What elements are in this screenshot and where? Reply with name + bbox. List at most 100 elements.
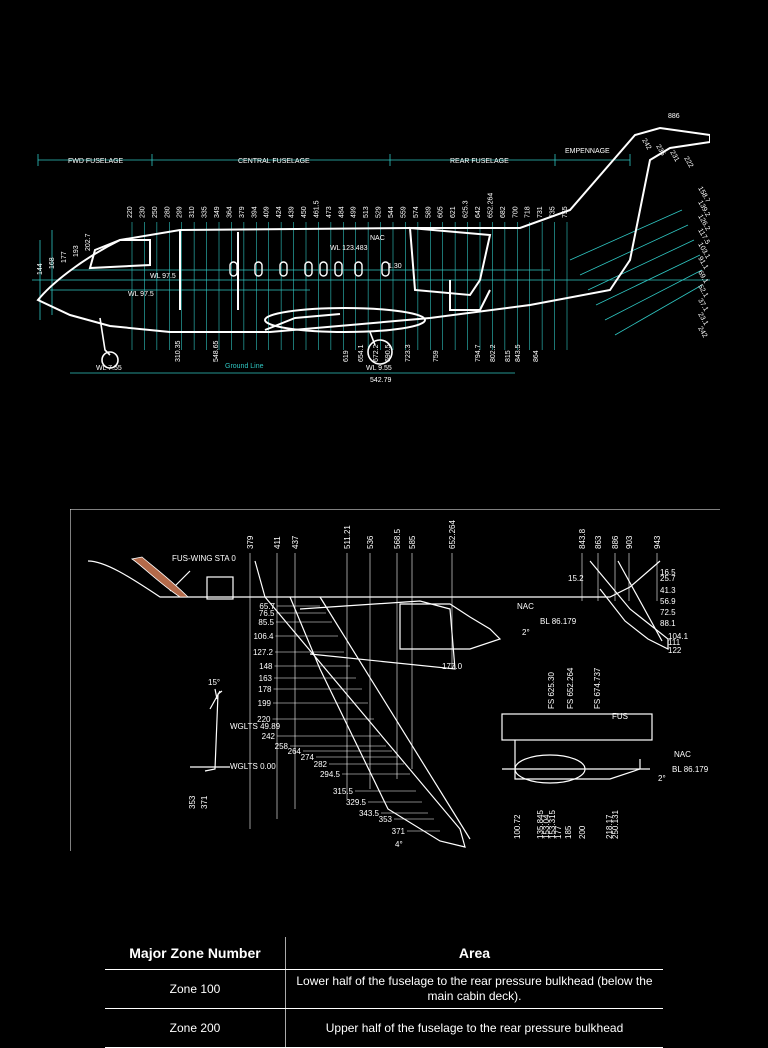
wl-9-55-label: WL 9.55 bbox=[366, 365, 392, 372]
station-label: 574 bbox=[413, 206, 420, 218]
tail-station-label: 242 bbox=[640, 138, 652, 152]
nacelle-fs-label: FS 674.737 bbox=[593, 667, 602, 709]
nac-label: NAC bbox=[370, 235, 385, 242]
span-station-label: 148 bbox=[259, 662, 273, 671]
tail-station-label: 242 bbox=[696, 326, 708, 340]
bottom-station-label: 815 bbox=[505, 350, 512, 362]
nacelle-fs-label: FS 652.264 bbox=[566, 667, 575, 709]
nacelle-fs-label: FS 625.30 bbox=[547, 672, 556, 709]
left-station-label: 168 bbox=[49, 257, 56, 269]
wing-station-label: 411 bbox=[273, 536, 282, 549]
table-header-row: Major Zone Number Area bbox=[105, 937, 663, 970]
nacelle-bl-label: BL 86.179 bbox=[672, 765, 709, 774]
wl-97-5-label-b: WL 97.5 bbox=[128, 291, 154, 298]
cabin-window bbox=[279, 261, 288, 277]
span-station-label: 282 bbox=[314, 760, 328, 769]
wing-station-label: 511.21 bbox=[343, 525, 352, 549]
nacelle-bottom-label: 218.17 bbox=[605, 814, 614, 839]
left-station-label: 177 bbox=[61, 251, 68, 263]
bl-label: BL 86.179 bbox=[540, 617, 577, 626]
cabin-window bbox=[354, 261, 363, 277]
nacelle-nac-label: NAC bbox=[674, 750, 691, 759]
left-station-label: 144 bbox=[37, 263, 44, 275]
nacelle-bottom-label: 185 bbox=[564, 825, 573, 839]
span-station-label: 127.2 bbox=[253, 648, 274, 657]
span-station-label: 294.5 bbox=[320, 770, 341, 779]
station-label: 394 bbox=[251, 206, 258, 218]
wl-7-55-label: WL 7.55 bbox=[96, 365, 122, 372]
bottom-station-label: 794.7 bbox=[475, 344, 482, 362]
span-station-label: 220 bbox=[257, 715, 271, 724]
winglet-angle: 15° bbox=[208, 678, 220, 687]
fus-wing-sta-label: FUS-WING STA 0 bbox=[172, 554, 236, 563]
wing-station-label: 585 bbox=[408, 535, 417, 549]
nacelle-angle: 2° bbox=[658, 774, 666, 783]
section-label-fwd: FWD FUSELAGE bbox=[68, 158, 124, 165]
station-label: 625.3 bbox=[463, 200, 470, 218]
span-station-label: 85.5 bbox=[258, 618, 274, 627]
nacelle-bottom-label: 100.72 bbox=[513, 814, 522, 839]
station-label: 450 bbox=[301, 206, 308, 218]
cabin-window bbox=[304, 261, 313, 277]
span-station-label: 343.5 bbox=[359, 809, 380, 818]
tail-15-2-label: 15.2 bbox=[568, 574, 584, 583]
tail-span-label: 111 bbox=[668, 638, 681, 647]
nacelle-bottom-label: 153.04 bbox=[542, 814, 551, 839]
span-station-label: 106.4 bbox=[253, 632, 274, 641]
left-station-label: 193 bbox=[73, 245, 80, 257]
cabin-window bbox=[254, 261, 263, 277]
station-label: 589 bbox=[425, 206, 432, 218]
span-station-label: 274 bbox=[301, 753, 315, 762]
span-station-label: 329.5 bbox=[346, 798, 367, 807]
span-station-label: 199 bbox=[258, 699, 272, 708]
nac-cl-label: NAC bbox=[517, 602, 534, 611]
station-label: 529 bbox=[376, 206, 383, 218]
tail-span-label: 72.5 bbox=[660, 608, 676, 617]
station-label: 379 bbox=[239, 206, 246, 218]
station-label: 335 bbox=[202, 206, 209, 218]
cabin-window bbox=[381, 261, 390, 277]
section-label-empennage: EMPENNAGE bbox=[565, 148, 610, 155]
nacelle-bottom-label: 153.315 bbox=[548, 810, 557, 839]
station-label: 484 bbox=[338, 206, 345, 218]
tail-span-label: 104.1 bbox=[668, 632, 689, 641]
station-label: 280 bbox=[164, 206, 171, 218]
tail-station-label: 231 bbox=[668, 150, 680, 164]
wing-station-label: 886 bbox=[611, 535, 620, 549]
station-label: 735 bbox=[550, 206, 557, 218]
nacelle-bottom-label: 177 bbox=[554, 825, 563, 839]
bottom-station-label: 864 bbox=[533, 350, 540, 362]
station-label: 439 bbox=[289, 206, 296, 218]
dim-177-label: 177.0 bbox=[442, 662, 463, 671]
station-label: 718 bbox=[525, 206, 532, 218]
span-station-label: 163 bbox=[259, 674, 273, 683]
station-label: 544 bbox=[388, 206, 395, 218]
span-station-label: 242 bbox=[262, 732, 276, 741]
station-label: 499 bbox=[351, 206, 358, 218]
station-542-label: 542.79 bbox=[370, 377, 392, 384]
tail-station-label: 222 bbox=[682, 156, 694, 170]
station-label: 220 bbox=[127, 206, 134, 218]
nacelle-bottom-label: 135.845 bbox=[536, 810, 545, 839]
station-label: 461.5 bbox=[313, 200, 320, 218]
station-label: 299 bbox=[177, 206, 184, 218]
span-station-label: 264 bbox=[288, 747, 302, 756]
table-row: Zone 200 Upper half of the fuselage to t… bbox=[105, 1008, 663, 1048]
area-cell: Upper half of the fuselage to the rear p… bbox=[285, 1008, 663, 1048]
wing-station-label: 943 bbox=[653, 535, 662, 549]
ground-line-label: Ground Line bbox=[225, 363, 264, 370]
span-station-label: 315.5 bbox=[333, 787, 354, 796]
winglet-371: 371 bbox=[200, 795, 209, 809]
cabin-window bbox=[334, 261, 343, 277]
station-label: 513 bbox=[363, 206, 370, 218]
bottom-station-label: 310.35 bbox=[175, 340, 182, 362]
bottom-station-label: 843.5 bbox=[515, 344, 522, 362]
tail-station-label: 235 bbox=[654, 144, 666, 158]
tail-top-station: 886 bbox=[668, 113, 680, 120]
station-label: 230 bbox=[139, 206, 146, 218]
bottom-station-label: 690.5 bbox=[385, 344, 392, 362]
wing-station-label: 903 bbox=[625, 535, 634, 549]
tail-span-label: 88.1 bbox=[660, 619, 676, 628]
tail-span-label: 16.5 bbox=[660, 568, 676, 577]
wing-station-label: 863 bbox=[594, 535, 603, 549]
